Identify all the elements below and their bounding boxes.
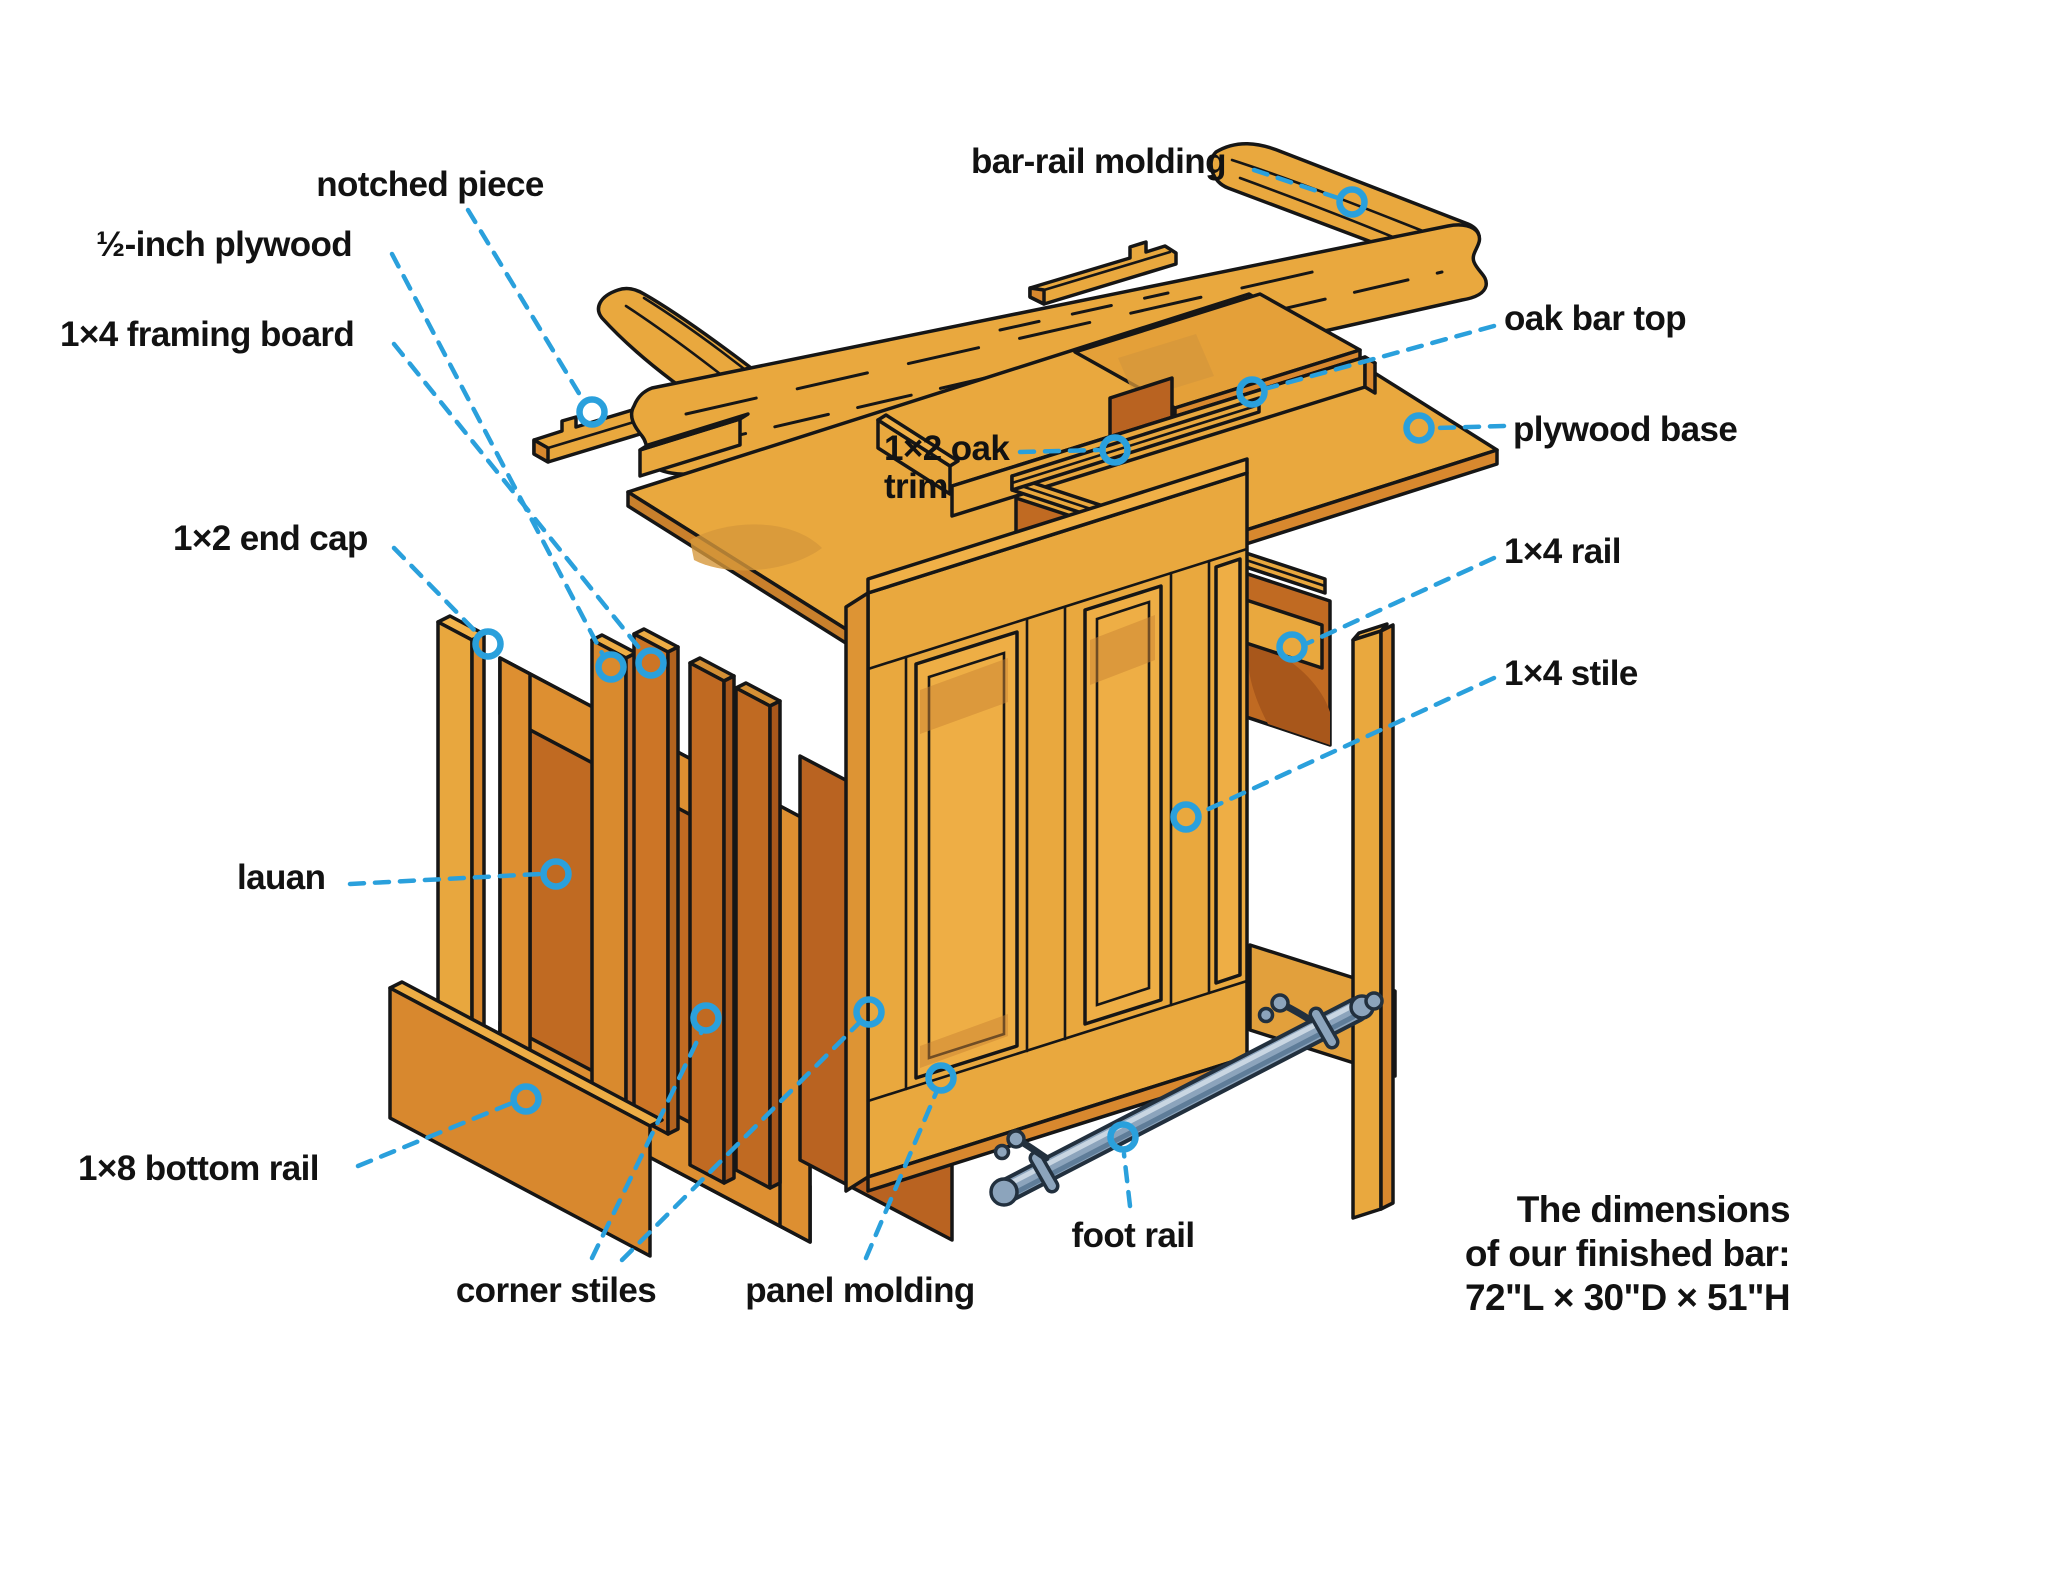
ring-oak-bar-top bbox=[1236, 376, 1268, 408]
oak-bar-top-board bbox=[629, 223, 1488, 476]
label-bottom-rail: 1×8 bottom rail bbox=[78, 1149, 319, 1188]
dimensions-line1: The dimensions bbox=[1517, 1189, 1790, 1230]
ring-bar-rail-molding bbox=[1336, 186, 1368, 218]
callout-line-lauan bbox=[347, 871, 543, 887]
ring-plywood-base bbox=[1403, 412, 1435, 444]
ring-half-inch-plywood bbox=[595, 651, 627, 683]
callout-line-oak-trim bbox=[1017, 447, 1101, 455]
dimensions-line3: 72"L × 30"D × 51"H bbox=[1465, 1277, 1790, 1318]
callout-line-notched-piece bbox=[465, 207, 586, 403]
callout-line-1x4-rail bbox=[1305, 555, 1497, 646]
ring-bottom-rail bbox=[510, 1083, 542, 1115]
ring-notched-piece bbox=[576, 396, 608, 428]
label-oak-bar-top: oak bar top bbox=[1504, 299, 1686, 338]
labels: notched piece ½-inch plywood 1×4 framing… bbox=[60, 142, 1738, 1310]
label-bar-rail-molding: bar-rail molding bbox=[971, 142, 1226, 181]
dimensions-note: The dimensions of our finished bar: 72"L… bbox=[1465, 1189, 1791, 1318]
ring-1x4-rail bbox=[1276, 631, 1308, 663]
ring-foot-rail bbox=[1107, 1121, 1139, 1153]
callout-lines bbox=[347, 167, 1507, 1263]
label-1x4-stile: 1×4 stile bbox=[1504, 654, 1638, 693]
callout-line-corner-stiles-b bbox=[619, 1021, 861, 1263]
label-1x4-rail: 1×4 rail bbox=[1504, 532, 1621, 571]
label-oak-trim-line1: 1×2 oak bbox=[884, 429, 1010, 468]
ring-framing-board bbox=[635, 647, 667, 679]
ring-1x4-stile bbox=[1170, 801, 1202, 833]
ring-lauan bbox=[540, 858, 572, 890]
label-notched-piece: notched piece bbox=[316, 165, 544, 204]
callout-line-half-inch-plywood bbox=[389, 251, 607, 660]
label-end-cap: 1×2 end cap bbox=[173, 519, 368, 558]
ring-oak-trim bbox=[1099, 434, 1131, 466]
ring-corner-stile-b bbox=[853, 996, 885, 1028]
callout-line-end-cap bbox=[391, 545, 481, 637]
callout-line-bottom-rail bbox=[355, 1100, 515, 1169]
callout-line-plywood-base bbox=[1433, 423, 1507, 431]
label-lauan: lauan bbox=[237, 858, 325, 897]
label-half-inch-plywood: ½-inch plywood bbox=[96, 225, 352, 264]
label-plywood-base: plywood base bbox=[1513, 410, 1737, 449]
notched-stick bbox=[1028, 240, 1178, 306]
front-panel-assembly bbox=[844, 396, 1397, 1220]
callout-line-1x4-stile bbox=[1199, 675, 1497, 815]
callout-line-oak-bar-top bbox=[1265, 323, 1497, 391]
callout-line-foot-rail bbox=[1121, 1151, 1133, 1209]
ring-corner-stile-a bbox=[690, 1002, 722, 1034]
label-framing-board: 1×4 framing board bbox=[60, 315, 354, 354]
callout-rings bbox=[472, 186, 1435, 1153]
callout-line-bar-rail-molding bbox=[1251, 167, 1341, 201]
label-foot-rail: foot rail bbox=[1072, 1216, 1195, 1255]
label-oak-trim-line2: trim bbox=[884, 467, 948, 506]
callout-line-framing-board bbox=[391, 341, 647, 657]
foot-rail-assembly bbox=[989, 991, 1384, 1207]
label-corner-stiles: corner stiles bbox=[456, 1271, 656, 1310]
callout-line-panel-molding bbox=[863, 1090, 939, 1261]
ring-end-cap bbox=[472, 628, 504, 660]
callout-line-corner-stiles-a bbox=[589, 1030, 704, 1261]
dimensions-line2: of our finished bar: bbox=[1465, 1233, 1790, 1274]
ring-panel-molding bbox=[925, 1062, 957, 1094]
label-panel-molding: panel molding bbox=[745, 1271, 974, 1310]
